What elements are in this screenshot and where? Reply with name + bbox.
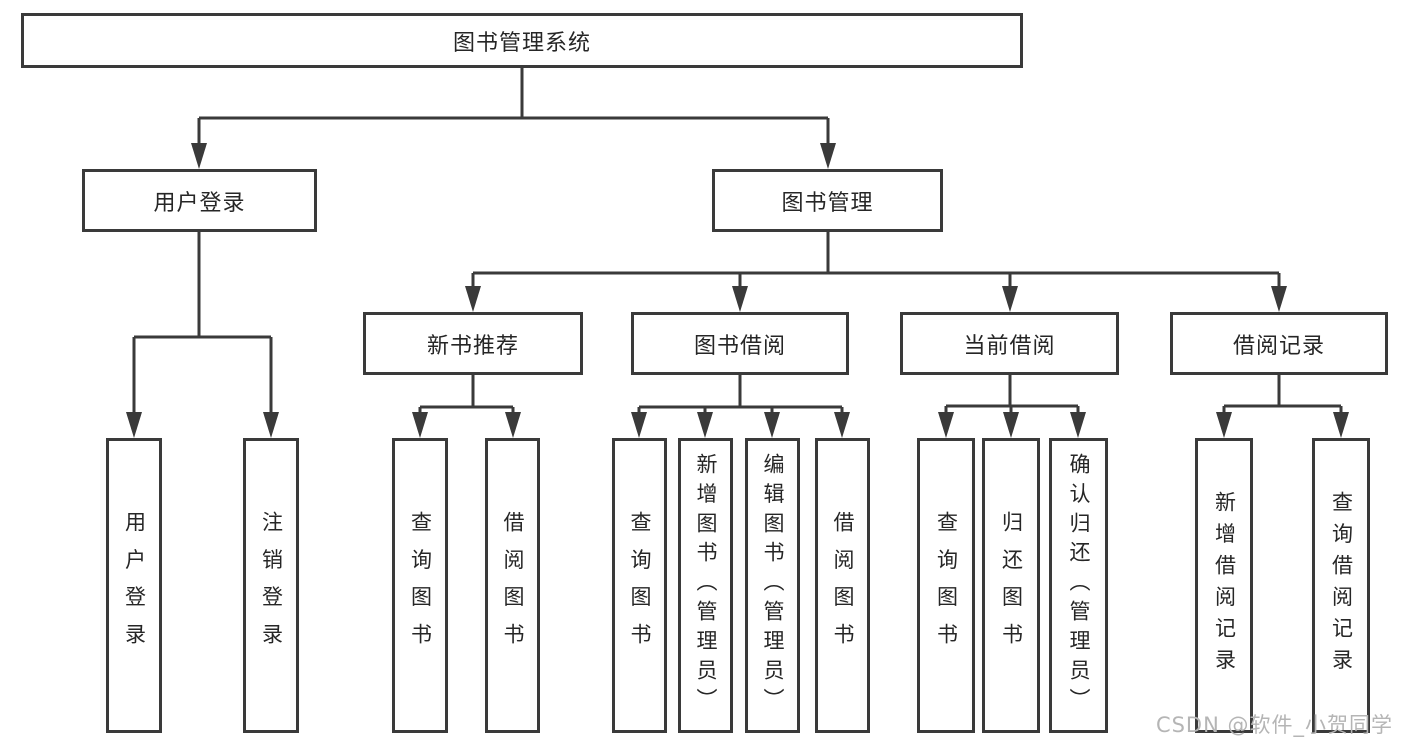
node-label: 图书借阅 (693, 333, 786, 359)
node-borrow-books-recommend: 借阅图书 (485, 438, 540, 733)
node-borrow-records: 借阅记录 (1170, 312, 1388, 375)
node-label: 新书推荐 (426, 333, 519, 359)
node-label: 借阅图书 (831, 510, 855, 661)
node-edit-books-admin: 编辑图书（管理员） (745, 438, 800, 733)
node-user-login-action: 用户登录 (106, 438, 162, 733)
node-current-borrowing: 当前借阅 (900, 312, 1119, 375)
node-label: 新增借阅记录 (1212, 491, 1237, 680)
node-add-borrow-record: 新增借阅记录 (1195, 438, 1253, 733)
node-new-book-recommend: 新书推荐 (363, 312, 583, 375)
node-label: 新增图书（管理员） (694, 453, 718, 718)
node-query-borrow-record: 查询借阅记录 (1312, 438, 1370, 733)
node-label: 用户登录 (153, 190, 246, 216)
node-book-management: 图书管理 (712, 169, 943, 232)
node-add-books-admin: 新增图书（管理员） (678, 438, 733, 733)
node-label: 归还图书 (999, 510, 1024, 661)
node-confirm-return-admin: 确认归还（管理员） (1049, 438, 1108, 733)
connector-new-book-recommend-children (412, 375, 521, 438)
node-label: 当前借阅 (963, 333, 1056, 359)
node-query-books-borrowing: 查询图书 (612, 438, 667, 733)
connector-current-borrowing-children (938, 375, 1086, 438)
node-label: 编辑图书（管理员） (761, 453, 785, 718)
connector-borrow-records-children (1216, 375, 1349, 438)
csdn-watermark: CSDN @软件_小贺同学 (1155, 713, 1393, 737)
node-label: 查询图书 (628, 510, 652, 661)
node-label: 图书管理系统 (452, 30, 591, 56)
node-label: 查询借阅记录 (1329, 491, 1354, 680)
node-query-books-recommend: 查询图书 (392, 438, 448, 733)
node-label: 确认归还（管理员） (1067, 453, 1091, 718)
connector-book-management-children (465, 232, 1287, 312)
node-label: 注销登录 (259, 510, 284, 661)
connector-root-to-level2 (191, 68, 836, 169)
node-book-borrowing: 图书借阅 (631, 312, 849, 375)
node-return-books: 归还图书 (982, 438, 1040, 733)
node-label: 借阅记录 (1232, 333, 1325, 359)
node-label: 用户登录 (122, 510, 147, 661)
node-system-root: 图书管理系统 (21, 13, 1023, 68)
node-borrow-books-borrowing: 借阅图书 (815, 438, 870, 733)
connector-book-borrowing-children (631, 375, 850, 438)
node-label: 图书管理 (781, 190, 874, 216)
node-label: 借阅图书 (501, 510, 525, 661)
connector-user-login-children (126, 232, 279, 438)
node-label: 查询图书 (934, 510, 959, 661)
node-logout-action: 注销登录 (243, 438, 299, 733)
node-query-books-current: 查询图书 (917, 438, 975, 733)
node-user-login: 用户登录 (82, 169, 317, 232)
node-label: 查询图书 (408, 510, 433, 661)
